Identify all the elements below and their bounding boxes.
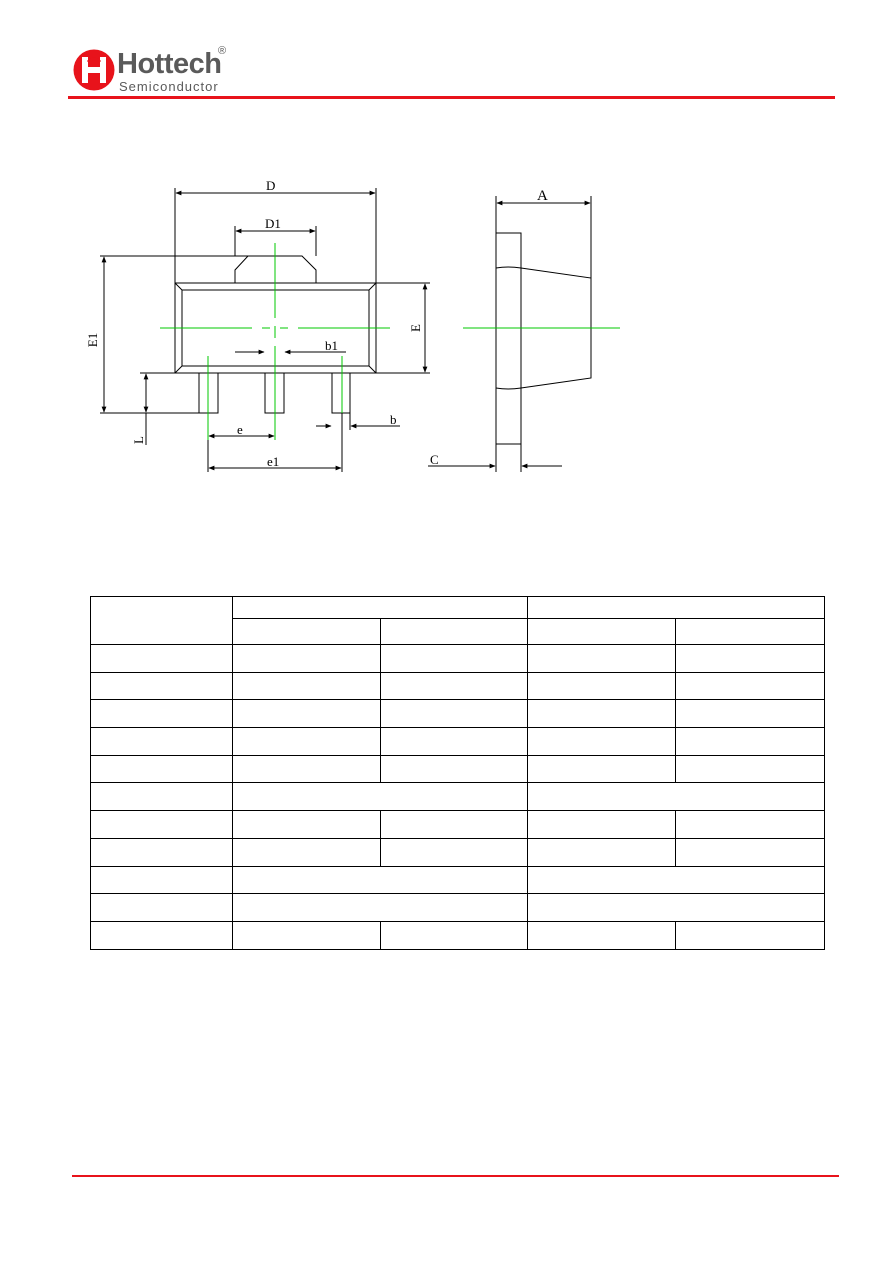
header-cell-group-2 <box>527 596 825 619</box>
table-cell <box>232 837 381 867</box>
table-row <box>90 644 825 673</box>
table-row <box>90 837 825 867</box>
table-cell <box>232 810 381 839</box>
outline-lines <box>100 188 592 472</box>
table-cell <box>675 810 825 839</box>
table-cell <box>380 644 528 673</box>
table-cell-merged <box>527 865 825 895</box>
table-cell <box>232 699 381 729</box>
package-outline-drawing: D D1 E1 E b1 L e b e1 A C <box>85 178 620 472</box>
label-C: C <box>430 452 439 467</box>
subheader-cell <box>675 618 825 645</box>
table-cell <box>232 754 381 784</box>
label-E1: E1 <box>85 333 100 347</box>
table-cell <box>90 699 233 729</box>
table-cell <box>675 920 825 950</box>
table-cell <box>675 699 825 729</box>
table-cell <box>527 754 676 784</box>
footer-rule <box>72 1175 839 1177</box>
header-cell-group-1 <box>232 596 528 619</box>
table-row <box>90 865 825 895</box>
table-cell <box>380 920 528 950</box>
table-cell <box>90 671 233 701</box>
table-row <box>90 920 825 950</box>
table-cell-merged <box>232 893 528 922</box>
table-cell <box>232 644 381 673</box>
table-cell-merged <box>232 865 528 895</box>
label-A: A <box>537 188 548 204</box>
table-cell <box>675 837 825 867</box>
brand-subtitle: Semiconductor <box>119 79 219 94</box>
table-cell <box>380 671 528 701</box>
header-rule <box>68 96 835 99</box>
label-e1: e1 <box>267 454 279 469</box>
table-cell <box>90 920 233 950</box>
label-e: e <box>237 422 243 437</box>
label-b: b <box>390 412 397 427</box>
table-cell <box>380 810 528 839</box>
table-cell <box>90 782 233 812</box>
table-cell <box>527 727 676 756</box>
table-cell <box>90 837 233 867</box>
table-row <box>90 782 825 812</box>
table-cell <box>527 671 676 701</box>
table-cell <box>675 644 825 673</box>
table-row <box>90 699 825 729</box>
subheader-cell <box>232 618 381 645</box>
table-row <box>90 810 825 839</box>
table-cell <box>232 727 381 756</box>
table-cell <box>527 699 676 729</box>
table-cell <box>90 865 233 895</box>
table-cell <box>527 920 676 950</box>
table-cell <box>90 644 233 673</box>
table-cell-merged <box>527 893 825 922</box>
table-cell <box>527 810 676 839</box>
label-D: D <box>266 178 275 193</box>
table-cell <box>380 754 528 784</box>
table-row <box>90 671 825 701</box>
hottech-logo-icon <box>73 49 115 91</box>
table-cell-merged <box>232 782 528 812</box>
label-E: E <box>408 324 423 332</box>
table-header-row <box>90 596 825 645</box>
subheader-cell <box>380 618 528 645</box>
registered-mark: ® <box>218 45 227 57</box>
table-cell <box>675 727 825 756</box>
label-L: L <box>131 436 146 444</box>
table-cell <box>527 644 676 673</box>
table-cell <box>380 837 528 867</box>
header-cell-symbol <box>90 596 233 645</box>
table-cell <box>380 727 528 756</box>
table-cell <box>90 727 233 756</box>
table-subheader-row <box>91 618 825 645</box>
table-cell <box>90 754 233 784</box>
brand-name: Hottech <box>117 48 222 80</box>
table-cell <box>232 671 381 701</box>
label-b1: b1 <box>325 338 338 353</box>
table-cell <box>232 920 381 950</box>
table-cell <box>90 893 233 922</box>
subheader-cell <box>527 618 676 645</box>
table-row <box>90 754 825 784</box>
table-cell <box>380 699 528 729</box>
table-row <box>90 727 825 756</box>
dimensions-table <box>90 596 825 950</box>
table-cell <box>675 754 825 784</box>
table-row <box>90 893 825 922</box>
table-cell <box>675 671 825 701</box>
table-cell <box>90 810 233 839</box>
label-D1: D1 <box>265 216 281 231</box>
table-cell <box>527 837 676 867</box>
table-cell-merged <box>527 782 825 812</box>
centerlines <box>160 243 620 440</box>
